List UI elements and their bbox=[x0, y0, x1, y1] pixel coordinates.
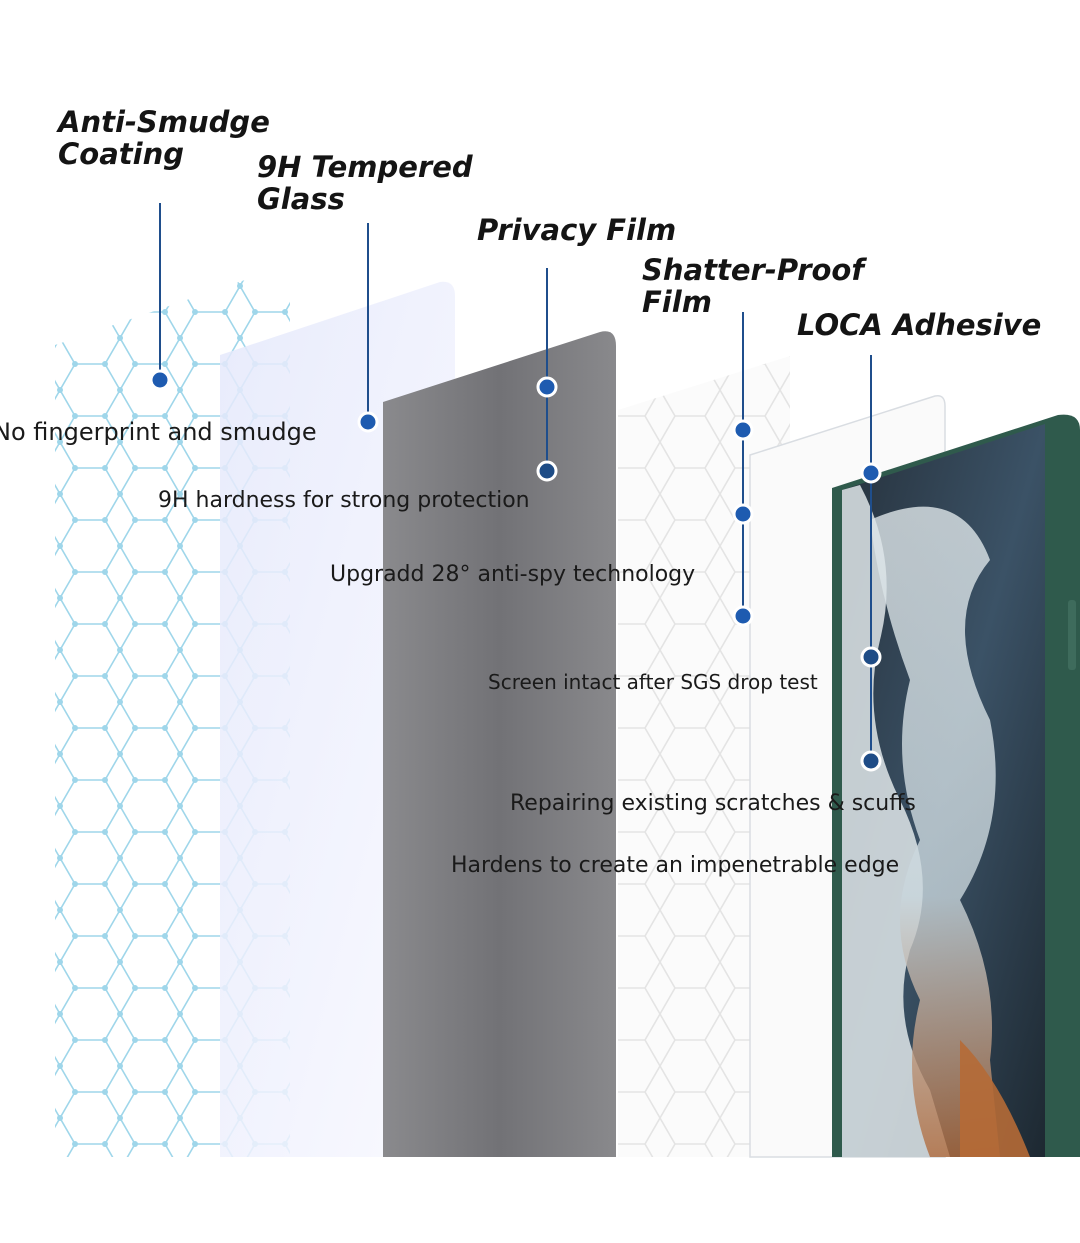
title-line: Shatter-Proof bbox=[642, 253, 864, 287]
title-line: Coating bbox=[58, 137, 184, 171]
shatter-proof-film-title: Shatter-Proof Film bbox=[642, 254, 864, 318]
privacy-film-title: Privacy Film bbox=[477, 214, 676, 246]
callout-anti-smudge bbox=[149, 203, 171, 391]
loca-adhesive-title: LOCA Adhesive bbox=[797, 309, 1041, 341]
callout-tempered-glass bbox=[357, 223, 379, 433]
title-line: Glass bbox=[257, 182, 345, 216]
anti-smudge-feature: No fingerprint and smudge bbox=[0, 418, 317, 446]
tempered-glass-feature: 9H hardness for strong protection bbox=[158, 488, 530, 513]
title-line: Anti-Smudge bbox=[58, 105, 270, 139]
tempered-glass-title: 9H Tempered Glass bbox=[257, 151, 473, 215]
shatter-proof-film-layer bbox=[618, 356, 790, 1157]
title-line: LOCA Adhesive bbox=[797, 308, 1042, 342]
anti-smudge-coating-title: Anti-Smudge Coating bbox=[58, 106, 270, 170]
loca-adhesive-feature-2: Hardens to create an impenetrable edge bbox=[451, 853, 900, 878]
privacy-film-feature: Upgradd 28° anti-spy technology bbox=[330, 562, 696, 587]
title-line: Film bbox=[642, 285, 712, 319]
title-line: 9H Tempered bbox=[257, 150, 473, 184]
privacy-film-layer bbox=[383, 331, 616, 1158]
phone bbox=[832, 414, 1080, 1158]
callout-shatter-proof bbox=[732, 312, 754, 627]
callout-privacy-film bbox=[536, 268, 558, 482]
title-line: Privacy Film bbox=[477, 213, 677, 247]
loca-adhesive-feature-1: Repairing existing scratches & scuffs bbox=[510, 791, 916, 816]
shatter-proof-feature: Screen intact after SGS drop test bbox=[488, 670, 818, 694]
callout-loca-adhesive bbox=[860, 355, 882, 772]
